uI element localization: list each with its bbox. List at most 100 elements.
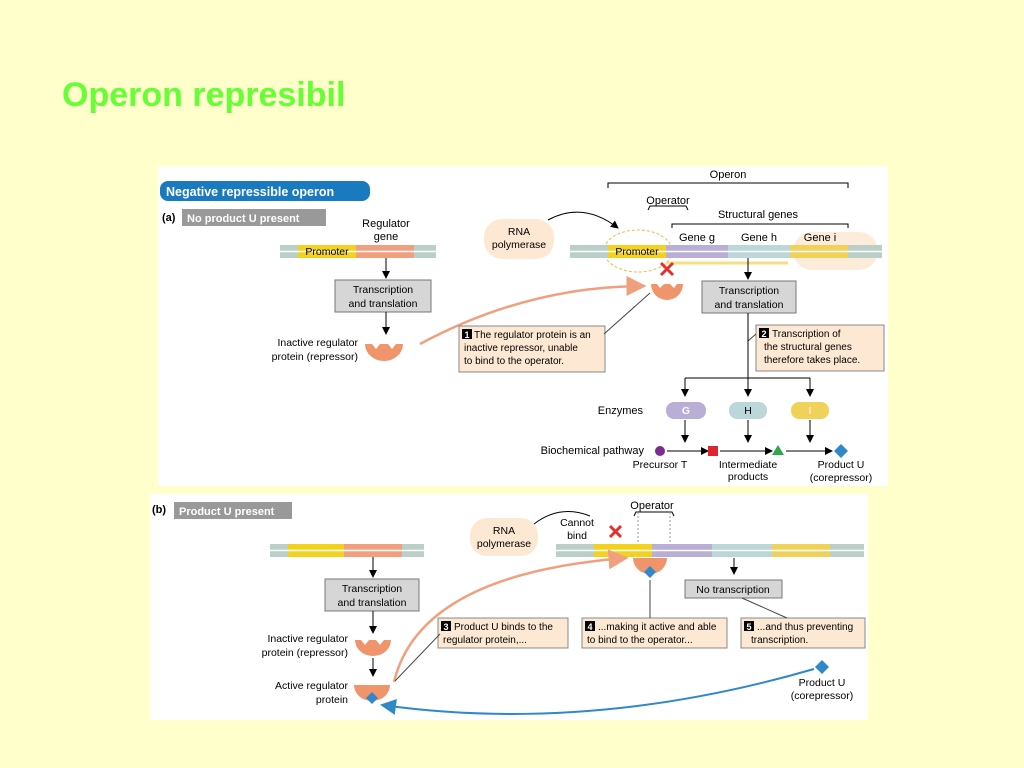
callout-2-num: 2 [761,329,766,339]
gene-h-label: Gene h [741,232,777,244]
inactive-regulator-label-1: Inactive regulator [277,337,358,349]
product-b-1: Product U [799,677,846,689]
tt-left-2: and translation [349,298,418,310]
callout-2-badge [759,328,769,338]
product-u-icon-b [815,660,829,674]
cannot-bind-1: Cannot [560,517,594,529]
callout-1-badge [462,329,472,339]
gene-g-label: Gene g [679,232,715,244]
transcription-box-left [334,279,432,313]
panel-b-diagram: (b) Product U present Operator RNA polym… [152,500,866,715]
enzyme-g-label: G [682,405,690,417]
repressor-icon-inactive-b [355,640,391,656]
cannot-bind-x-icon [659,261,675,277]
callout-5-num: 5 [746,622,751,632]
product-label-2: (corepressor) [810,472,872,484]
enzyme-g [666,402,706,419]
panel-b-tag: Product U present [179,506,275,518]
callout-1-line-3: to bind to the operator. [464,356,564,367]
tt-b-1: Transcription [342,583,402,595]
rna-polymerase-b [470,518,538,556]
panel-a-no-product: Negative repressible operon (a) No produ… [158,166,888,486]
panel-b-label: (b) [152,504,166,516]
rna-polymerase-b-2: polymerase [477,538,531,550]
slide-title: Operon represibil [62,76,346,114]
callout-1 [458,325,606,373]
product-label-1: Product U [818,459,865,471]
corepressor-bound-icon [644,566,656,578]
operon-dna-b [556,544,864,557]
operon-label: Operon [710,169,747,181]
cannot-bind-2: bind [567,530,587,542]
inactive-regulator-b-1: Inactive regulator [267,633,348,645]
inactive-regulator-b-2: protein (repressor) [262,647,348,659]
no-transcription-label: No transcription [696,584,770,596]
intermediate-2-icon [772,445,784,455]
callout-3-num: 3 [443,622,448,632]
repressor-icon-operator [651,284,683,300]
callout-5-pointer [741,597,788,619]
regulator-dna-b [270,544,424,557]
inactive-regulator-label-2: protein (repressor) [272,351,358,363]
callout-4 [581,617,728,649]
callout-1-num: 1 [464,330,469,340]
operator-bracket [647,205,689,211]
transcription-box-right [701,280,797,314]
callout-2-line-1: Transcription of [772,329,841,340]
operator-label: Operator [646,195,690,207]
callout-2-line-3: therefore takes place. [764,355,860,366]
operator-label-b: Operator [630,500,674,512]
regulator-gene-label-2: gene [374,231,398,243]
callout-4-line-1: ...making it active and able [598,622,717,633]
panel-a-tag: No product U present [187,213,300,225]
callout-5-line-2: transcription. [751,635,808,646]
repressor-icon-inactive [365,344,403,361]
panel-a-label: (a) [162,212,176,224]
callout-4-num: 4 [587,622,592,632]
intermediate-label-2: products [728,471,768,483]
callout-3-line-2: regulator protein,... [443,635,527,646]
rna-polymerase [484,219,554,259]
panel-a-diagram: Negative repressible operon (a) No produ… [160,169,885,484]
polymerase-arrow [547,211,619,229]
rna-polymerase-label-1: RNA [508,226,530,238]
callout-5 [740,617,866,649]
promoter-label-left: Promoter [305,246,349,258]
banner-title: Negative repressible operon [166,185,334,199]
banner-bg [160,181,370,201]
intermediate-1-icon [708,446,718,456]
structural-genes-label: Structural genes [718,209,799,221]
callout-1-pointer [603,292,651,335]
panel-b-tag-bg [174,502,292,519]
callout-3 [437,617,569,649]
enzyme-h [729,402,767,419]
callout-2 [755,324,885,372]
enzyme-h-label: H [744,405,752,417]
callout-3-badge [441,621,451,631]
callout-2-pointer [747,333,757,342]
product-u-icon [834,444,848,458]
operator-bracket-b [633,511,675,517]
callout-4-badge [585,621,595,631]
precursor-label: Precursor T [633,459,688,471]
promoter-label-operon: Promoter [615,246,659,258]
structural-genes-bracket [671,223,849,228]
enzyme-branch-lines [681,313,814,397]
tt-right-2: and translation [715,299,784,311]
active-regulator-1: Active regulator [275,680,348,692]
intermediate-label-1: Intermediate [719,459,778,471]
enzyme-to-pathway-arrows [681,420,814,443]
precursor-t-icon [655,446,665,456]
transcription-box-b [324,578,420,612]
panel-a-tag-bg [182,209,326,226]
callout-1-line-2: inactive repressor, unable [464,343,578,354]
tt-left-1: Transcription [353,284,413,296]
callout-5-line-1: ...and thus preventing [757,622,853,633]
enzyme-i-label: I [809,405,812,417]
corepressor-on-repressor-icon [366,692,378,704]
operon-dna [570,245,882,258]
repressor-movement-arrow [419,276,647,346]
operon-bracket [607,182,849,188]
enzymes-label: Enzymes [598,405,644,417]
enzyme-i [791,402,829,419]
